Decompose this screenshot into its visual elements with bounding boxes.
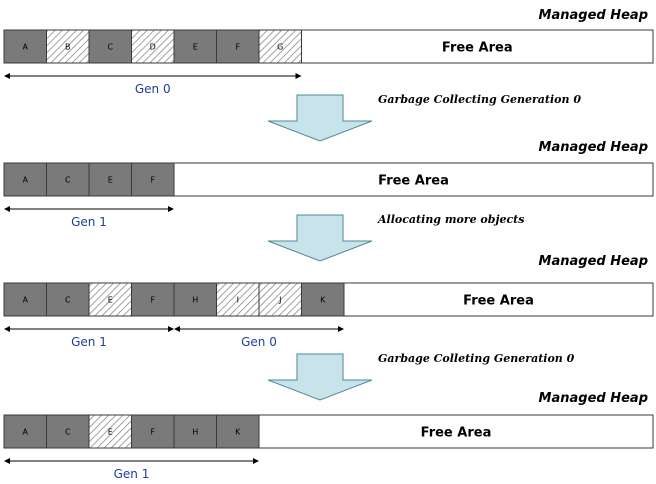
heap-object-label: H	[192, 428, 198, 437]
arrowhead-left-icon	[4, 326, 10, 332]
heap-object-label: E	[108, 296, 113, 305]
heap-object-label: A	[23, 176, 29, 185]
generation-span: Gen 1	[4, 458, 259, 481]
generation-span: Gen 0	[174, 326, 344, 349]
heap-object-e-live	[173, 29, 217, 64]
down-arrow-icon	[267, 353, 373, 401]
heap-object-e-live	[88, 162, 132, 197]
transition-step-1: Garbage Collecting Generation 0	[267, 93, 581, 142]
heap-object-a-live	[3, 414, 47, 449]
generation-label: Gen 1	[114, 467, 150, 479]
heap-object-label: E	[108, 176, 113, 185]
heap-object-label: A	[23, 296, 29, 305]
free-area-label: Free Area	[442, 41, 513, 56]
heap-object-g-garbage	[258, 29, 302, 64]
heap-object-label: K	[320, 296, 326, 305]
down-arrow-icon	[267, 214, 373, 262]
heap-object-c-live	[46, 162, 90, 197]
heap-object-h-live	[173, 414, 217, 449]
heap-object-e-garbage	[88, 414, 132, 449]
generation-label: Gen 0	[241, 335, 277, 349]
free-area	[343, 282, 654, 317]
arrowhead-right-icon	[338, 326, 344, 332]
free-area	[301, 29, 654, 64]
arrowhead-right-icon	[253, 458, 259, 464]
arrowhead-right-icon	[168, 206, 174, 212]
heap-object-label: F	[150, 296, 155, 305]
free-area-label: Free Area	[463, 294, 534, 309]
heap-object-e-garbage	[88, 282, 132, 317]
free-area	[173, 162, 654, 197]
heap-object-label: B	[65, 43, 71, 52]
heap-object-d-garbage	[131, 29, 175, 64]
heap-object-j-garbage	[258, 282, 302, 317]
arrowhead-left-icon	[4, 206, 10, 212]
heap-object-label: F	[235, 43, 240, 52]
step-label: Garbage Collecting Generation 0	[378, 93, 581, 106]
generation-span: Gen 1	[4, 326, 174, 349]
arrowhead-left-icon	[174, 326, 180, 332]
heap-object-label: C	[107, 43, 113, 52]
heap-object-f-live	[131, 282, 175, 317]
heap-object-label: F	[150, 176, 155, 185]
heap-object-label: A	[23, 43, 29, 52]
free-area-label: Free Area	[378, 174, 449, 189]
heap-object-c-live	[46, 282, 90, 317]
generation-label: Gen 0	[135, 82, 171, 96]
heap-object-label: E	[193, 43, 198, 52]
heap-object-h-live	[173, 282, 217, 317]
managed-heap-label: Managed Heap	[539, 140, 648, 155]
managed-heap-label: Managed Heap	[539, 254, 648, 269]
heap-object-label: G	[277, 43, 283, 52]
heap-object-c-live	[88, 29, 132, 64]
heap-object-label: A	[23, 428, 29, 437]
step-label: Garbage Colleting Generation 0	[378, 352, 575, 365]
heap-object-b-garbage	[46, 29, 90, 64]
heap-object-f-live	[216, 29, 260, 64]
managed-heap-label: Managed Heap	[539, 391, 648, 406]
heap-object-c-live	[46, 414, 90, 449]
generation-label: Gen 1	[71, 335, 107, 349]
generation-span: Gen 0	[4, 73, 302, 96]
heap-object-label: E	[108, 428, 113, 437]
generation-label: Gen 1	[71, 215, 107, 229]
heap-object-label: I	[237, 296, 239, 305]
heap-object-label: C	[65, 296, 71, 305]
heap-object-label: H	[192, 296, 198, 305]
heap-object-label: D	[150, 43, 156, 52]
down-arrow-icon	[267, 94, 373, 142]
step-layer: Garbage Collecting Generation 0 Allocatin…	[267, 93, 581, 401]
free-area-label: Free Area	[421, 426, 492, 441]
heap-object-label: C	[65, 428, 71, 437]
transition-step-2: Allocating more objects	[267, 213, 524, 262]
heap-object-a-live	[3, 282, 47, 317]
arrowhead-right-icon	[168, 326, 174, 332]
step-label: Allocating more objects	[377, 213, 524, 226]
heap-object-label: C	[65, 176, 71, 185]
heap-object-k-live	[301, 282, 345, 317]
heap-object-label: J	[278, 296, 281, 305]
arrowhead-left-icon	[4, 458, 10, 464]
heap-object-label: K	[235, 428, 241, 437]
heap-object-k-live	[216, 414, 260, 449]
arrowhead-left-icon	[4, 73, 10, 79]
free-area	[258, 414, 654, 449]
heap-object-a-live	[3, 162, 47, 197]
managed-heap-label: Managed Heap	[539, 8, 648, 23]
transition-step-3: Garbage Colleting Generation 0	[267, 352, 575, 401]
arrowhead-right-icon	[295, 73, 302, 79]
generation-span: Gen 1	[4, 206, 174, 229]
heap-object-label: F	[150, 428, 155, 437]
